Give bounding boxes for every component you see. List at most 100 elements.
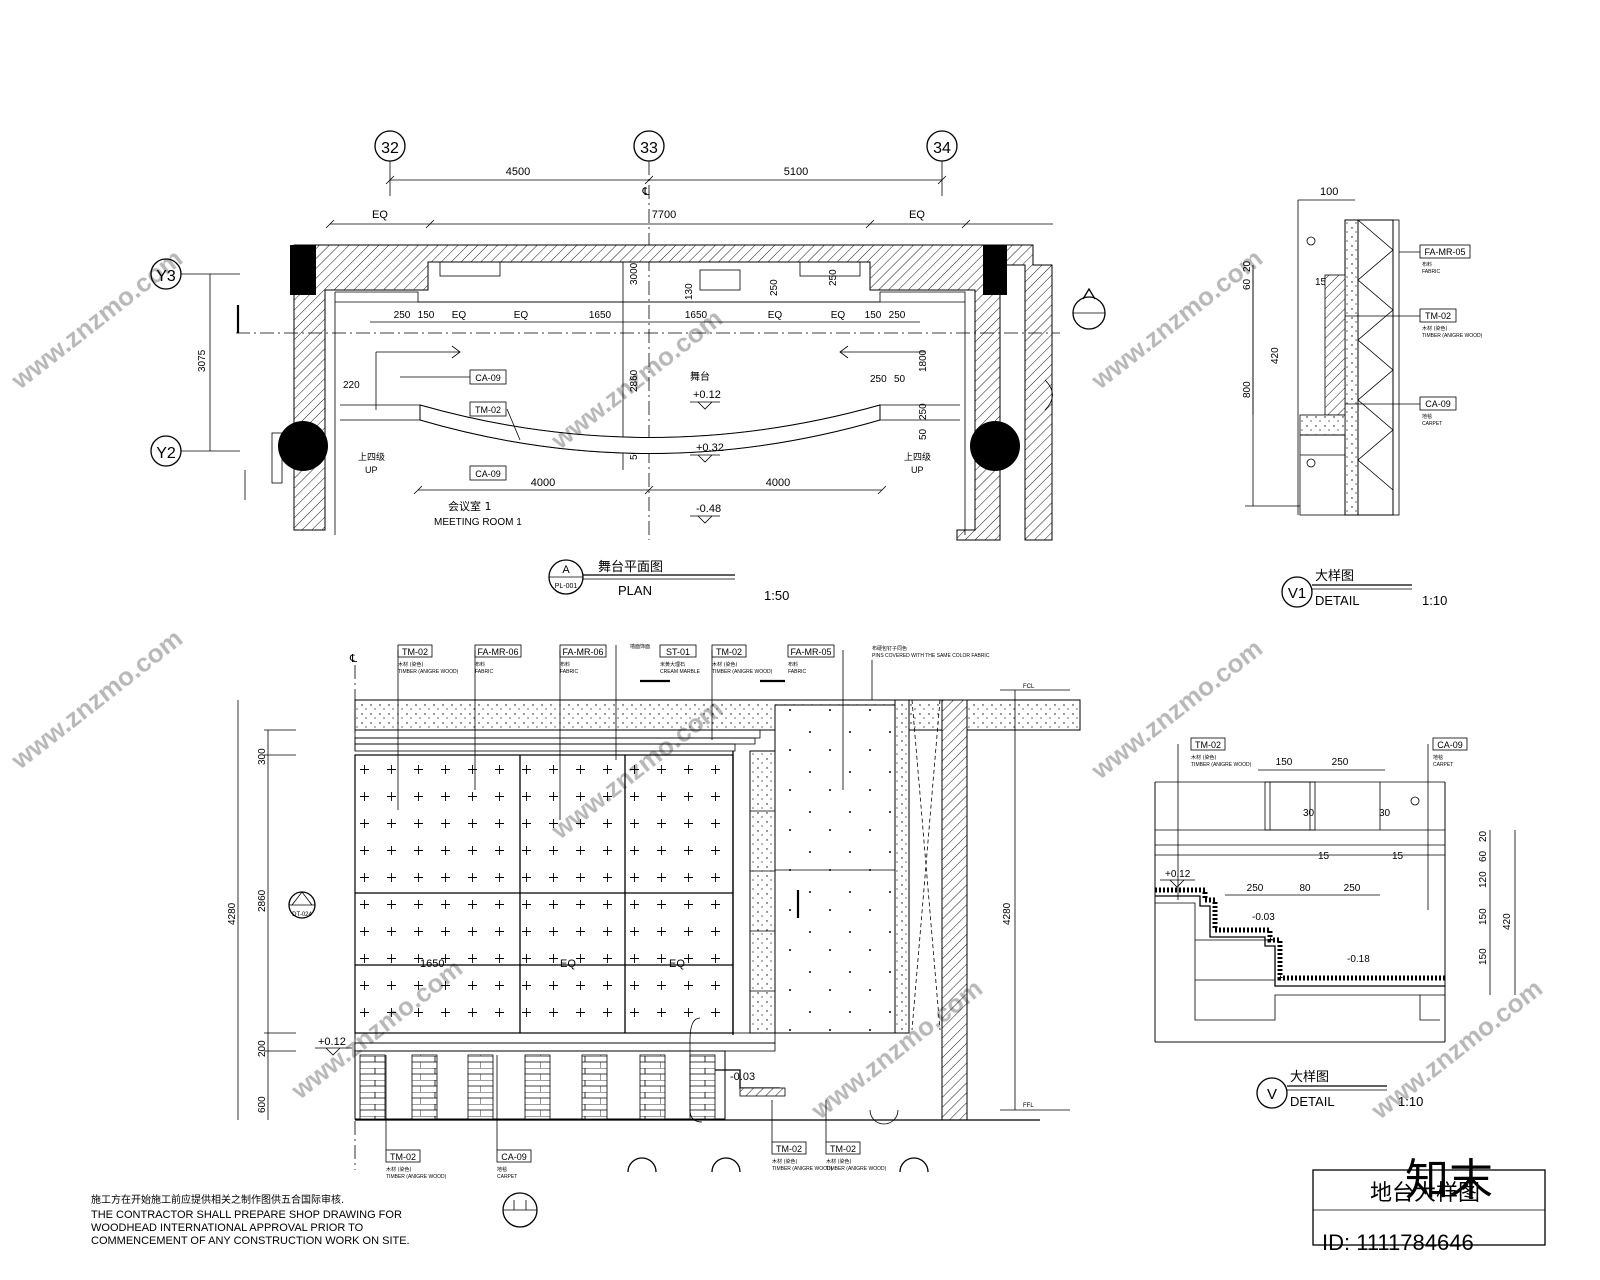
pins-note: PINS COVERED WITH THE SAME COLOR FABRIC	[872, 653, 990, 659]
elev-tag-bottom-tm02-b: TM-02 木材 (染色) TIMBER (ANIGRE WOOD)	[771, 1100, 833, 1172]
tag-note: 布料	[560, 661, 570, 668]
axis-34: 34	[926, 130, 958, 196]
svg-text:℄: ℄	[641, 186, 649, 198]
tag-note: FABRIC	[1422, 269, 1440, 275]
watermark-text: www.znzmo.com	[4, 623, 188, 776]
tag-label: TM-02	[776, 1144, 802, 1154]
tag-note: CREAM MARBLE	[660, 669, 701, 675]
ffl-label: FFL	[1023, 1103, 1034, 1109]
scale: 1:10	[1422, 593, 1447, 608]
elev-tag-bottom-ca09: CA-09 地毯 CARPET	[496, 1055, 532, 1180]
svg-text:℄: ℄	[349, 653, 357, 665]
tag-note: 木材 (染色)	[772, 1158, 798, 1165]
dim-label: 1650	[685, 310, 708, 321]
note-en: THE CONTRACTOR SHALL PREPARE SHOP DRAWIN…	[91, 1209, 402, 1221]
detail-v1-title: V1 大样图 DETAIL 1:10	[1281, 569, 1447, 608]
dim-label: 1800	[918, 349, 929, 372]
tag-note: CARPET	[497, 1174, 517, 1180]
dim-label: 1650	[420, 958, 444, 970]
dim-label: 130	[684, 283, 695, 300]
dim-label: 150	[865, 310, 882, 321]
axis-label: 34	[933, 140, 951, 157]
tag-note: 木材 (染色)	[826, 1158, 852, 1165]
ref-letter: A	[562, 564, 570, 576]
tag-label: TM-02	[402, 647, 428, 657]
round-column-right	[970, 421, 1020, 471]
dim-label: 120	[1478, 871, 1489, 888]
tag-note: TIMBER (ANIGRE WOOD)	[826, 1166, 887, 1172]
scale: 1:50	[764, 588, 789, 603]
dim-label: 4280	[1002, 902, 1013, 925]
dim-label: 20	[1478, 830, 1489, 842]
dim-label: 150	[418, 310, 435, 321]
dim-label: 2860	[629, 369, 640, 392]
dim-label: 4000	[531, 477, 555, 489]
dim-label: 100	[1320, 186, 1338, 198]
tag-note: FABRIC	[788, 669, 806, 675]
plan-view: 32 33 34 Y3 Y2 4500 5100 ℄	[150, 130, 1106, 603]
elevation-view: ℄	[227, 643, 1081, 1228]
level-label: +0.12	[693, 389, 721, 401]
title-cn: 大样图	[1290, 1070, 1329, 1085]
dim-label: 600	[257, 1096, 268, 1113]
dim-label: 420	[1270, 347, 1281, 364]
dim-label: 3075	[197, 349, 208, 372]
tag-note: TIMBER (ANIGRE WOOD)	[1191, 762, 1252, 768]
tag-label: CA-09	[475, 469, 501, 479]
tag-note: 布料	[475, 661, 485, 668]
detail-v: 150 250 30 30 15 15 250 80 250 20 60 120…	[1154, 737, 1516, 1109]
title-cn: 大样图	[1315, 569, 1354, 584]
dim-label: 300	[257, 748, 268, 765]
v1-tag-famr05: FA-MR-05 布料 FABRIC	[1399, 244, 1471, 275]
tag-note: 布料	[1422, 261, 1432, 268]
dim-label: EQ	[514, 310, 529, 321]
column-right	[983, 245, 1007, 295]
tag-label: ST-01	[666, 647, 690, 657]
dim-label: 250	[1344, 883, 1361, 894]
watermark-text: www.znzmo.com	[4, 243, 188, 396]
dim-label: 250	[828, 269, 839, 286]
dim-label: 220	[343, 380, 360, 391]
watermark-text: www.znzmo.com	[1084, 243, 1268, 396]
dim-label: 5100	[784, 166, 808, 178]
tag-note: 地毯	[1422, 413, 1432, 420]
axis-y3: Y3	[150, 258, 240, 290]
v1-tag-ca09: CA-09 地毯 CARPET	[1345, 396, 1457, 427]
dim-label: 30	[1379, 808, 1391, 819]
tag-note: 木材 (染色)	[398, 661, 424, 668]
tag-label: CA-09	[1425, 399, 1451, 409]
dim-label: 15	[1315, 277, 1327, 288]
dim-label: 250	[1332, 757, 1349, 768]
tag-label: TM-02	[716, 647, 742, 657]
dim-label: 50	[894, 374, 906, 385]
tag-label: CA-09	[501, 1152, 527, 1162]
note-cn: 施工方在开始施工前应提供相关之制作图供五合国际审核.	[91, 1193, 344, 1206]
dim-label: 60	[1242, 278, 1253, 290]
tag-note: TIMBER (ANIGRE WOOD)	[1422, 333, 1483, 339]
plan-tag-tm02: TM-02	[469, 401, 521, 441]
pins-note-cn: 布硬包钉子同色	[872, 645, 907, 652]
sheet-title: 地台大样图	[1370, 1181, 1480, 1206]
tag-label: FA-MR-06	[477, 647, 518, 657]
stage-label: 舞台	[690, 370, 710, 383]
up-label-cn: 上四级	[358, 451, 385, 463]
stage-outline	[340, 404, 960, 454]
axis-33: 33	[633, 130, 665, 540]
logo-text: 知末	[1405, 1155, 1493, 1206]
dim-label: 30	[1303, 808, 1315, 819]
level-label: -0.48	[696, 503, 721, 515]
level-label: +0.12	[318, 1036, 346, 1048]
title-cn: 舞台平面图	[598, 560, 663, 575]
title-en: DETAIL	[1315, 593, 1360, 608]
watermark-text: www.znzmo.com	[1364, 973, 1548, 1126]
axis-label: 32	[381, 140, 399, 157]
dim-label: 4280	[227, 902, 238, 925]
tag-note: CARPET	[1433, 762, 1453, 768]
dim-label: 250	[1247, 883, 1264, 894]
dim-label: 250	[918, 403, 929, 420]
dim-label: 150	[1478, 948, 1489, 965]
detail-v1: 100 60 20 15 420 800 FA-MR-05 布料 FABRIC	[1242, 186, 1483, 608]
dim-label: 80	[1299, 883, 1311, 894]
up-label: UP	[911, 465, 924, 475]
tag-note: 地毯	[1433, 754, 1443, 761]
